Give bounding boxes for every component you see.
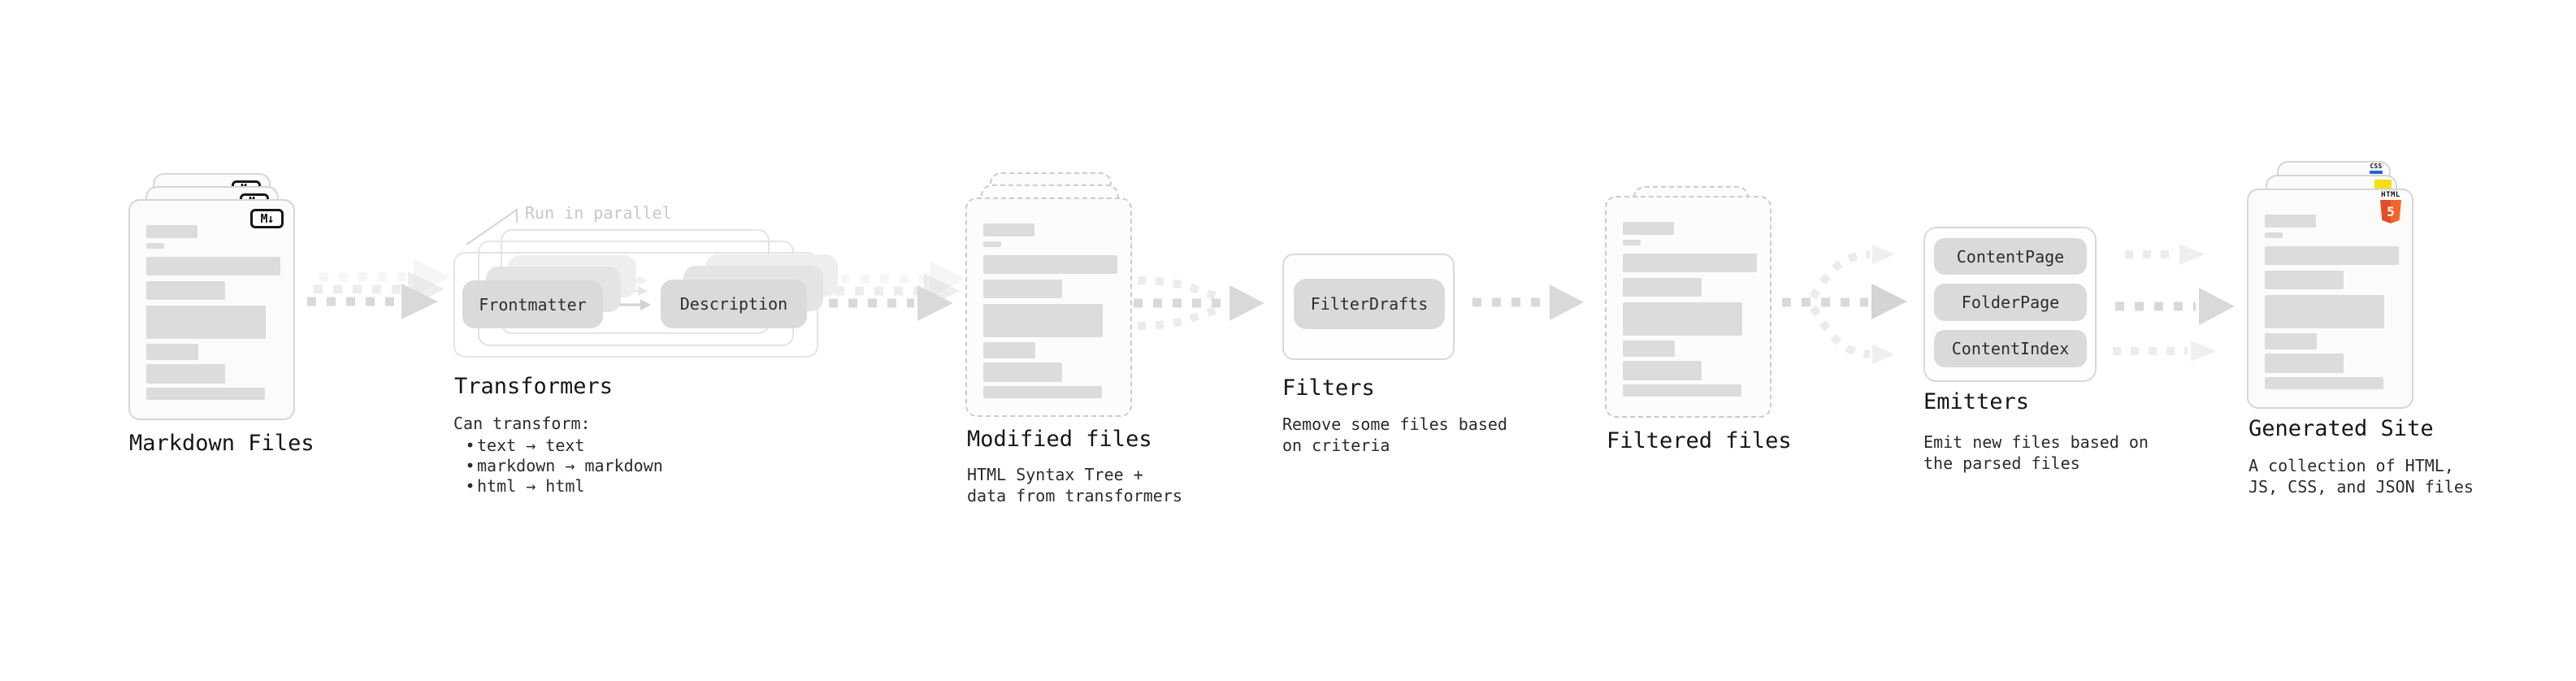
bullet-dot: • — [465, 456, 475, 475]
html5-file-icon: HTML 5 — [2379, 192, 2402, 223]
transformers-title: Transformers — [454, 374, 614, 399]
markdown-icon-glyph: M↓ — [260, 211, 274, 226]
bullet-dot: • — [465, 436, 475, 455]
doc-text-bar — [983, 280, 1062, 298]
doc-text-bar — [2265, 232, 2283, 238]
doc-text-bar — [146, 306, 266, 339]
html5-shield: 5 — [2380, 200, 2401, 223]
doc-text-bar — [983, 342, 1035, 358]
doc-text-bar — [1623, 222, 1674, 235]
doc-text-bar — [2265, 271, 2344, 289]
doc-text-bar — [983, 255, 1117, 274]
transformers-bullet-list: •text → text •markdown → markdown •html … — [463, 436, 663, 497]
doc-text-bar — [1623, 302, 1742, 336]
filters-caption: Remove some files based on criteria — [1282, 414, 1507, 455]
doc-text-bar — [1623, 240, 1641, 245]
contentindex-pill: ContentIndex — [1934, 330, 2087, 367]
doc-text-bar — [2265, 246, 2399, 265]
doc-text-bar — [146, 364, 225, 384]
emitters-caption: Emit new files based on the parsed files — [1923, 432, 2149, 473]
arrow-markdown-to-transformers — [307, 259, 450, 319]
doc-text-bar — [983, 362, 1062, 382]
html5-number: 5 — [2387, 204, 2395, 219]
document-content-placeholder — [967, 199, 1130, 415]
doc-text-bar — [146, 388, 265, 400]
emitters-title: Emitters — [1923, 389, 2030, 414]
filtered-file-card-front — [1605, 196, 1772, 418]
document-content-placeholder — [2249, 190, 2412, 407]
filtered-files-title: Filtered files — [1607, 428, 1792, 453]
markdown-icon: M↓ — [250, 209, 284, 228]
css-icon-underline — [2370, 171, 2383, 174]
doc-text-bar — [2265, 354, 2344, 373]
run-in-parallel-leader-line — [466, 208, 518, 245]
generated-site-title: Generated Site — [2249, 416, 2434, 441]
doc-text-bar — [2265, 377, 2383, 389]
generated-site-caption: A collection of HTML, JS, CSS, and JSON … — [2249, 456, 2474, 497]
arrow-modified-to-filters — [1134, 276, 1264, 330]
arrow-emitters-to-generated — [2113, 244, 2235, 362]
generated-file-card-front — [2247, 189, 2413, 409]
bullet-dot: • — [465, 476, 475, 496]
transformers-caption-heading: Can transform: — [453, 414, 591, 433]
css-file-icon: CSS — [2370, 163, 2383, 174]
arrow-transformers-to-modified — [829, 261, 965, 321]
css-icon-label: CSS — [2370, 163, 2383, 170]
filters-title: Filters — [1282, 375, 1375, 401]
markdown-file-card-front: M↓ — [128, 199, 295, 420]
bullet-item: •markdown → markdown — [463, 456, 663, 476]
doc-text-bar — [983, 223, 1034, 236]
arrow-filters-to-filtered — [1472, 284, 1584, 320]
doc-text-bar — [1623, 340, 1675, 357]
doc-text-bar — [983, 304, 1103, 337]
bullet-text: markdown → markdown — [477, 456, 663, 475]
doc-text-bar — [1623, 361, 1702, 380]
doc-text-bar — [146, 257, 280, 275]
doc-text-bar — [146, 225, 197, 238]
arrow-filtered-to-emitters — [1782, 245, 1907, 364]
frontmatter-pill: Frontmatter — [462, 280, 603, 328]
bullet-text: text → text — [477, 436, 585, 455]
doc-text-bar — [1623, 384, 1741, 397]
doc-text-bar — [146, 344, 198, 360]
html5-icon-label: HTML — [2381, 191, 2400, 199]
contentpage-pill: ContentPage — [1934, 238, 2087, 275]
document-content-placeholder — [130, 201, 293, 419]
bullet-text: html → html — [477, 476, 585, 496]
bullet-item: •text → text — [463, 436, 663, 456]
doc-text-bar — [1623, 254, 1757, 272]
document-content-placeholder — [1607, 197, 1770, 416]
doc-text-bar — [2265, 215, 2316, 228]
doc-text-bar — [983, 386, 1102, 398]
doc-text-bar — [983, 241, 1001, 247]
doc-text-bar — [146, 281, 225, 300]
doc-text-bar — [146, 243, 164, 249]
filterdrafts-pill: FilterDrafts — [1294, 279, 1445, 329]
run-in-parallel-note: Run in parallel — [525, 203, 672, 223]
description-pill: Description — [661, 280, 807, 328]
folderpage-pill: FolderPage — [1934, 284, 2087, 321]
js-file-icon — [2374, 180, 2392, 189]
modified-files-caption: HTML Syntax Tree + data from transformer… — [967, 465, 1182, 505]
markdown-files-title: Markdown Files — [129, 431, 314, 456]
modified-file-card-front — [965, 197, 1132, 417]
doc-text-bar — [1623, 278, 1702, 297]
modified-files-title: Modified files — [967, 427, 1152, 452]
doc-text-bar — [2265, 295, 2384, 328]
bullet-item: •html → html — [463, 476, 663, 497]
doc-text-bar — [2265, 333, 2317, 349]
